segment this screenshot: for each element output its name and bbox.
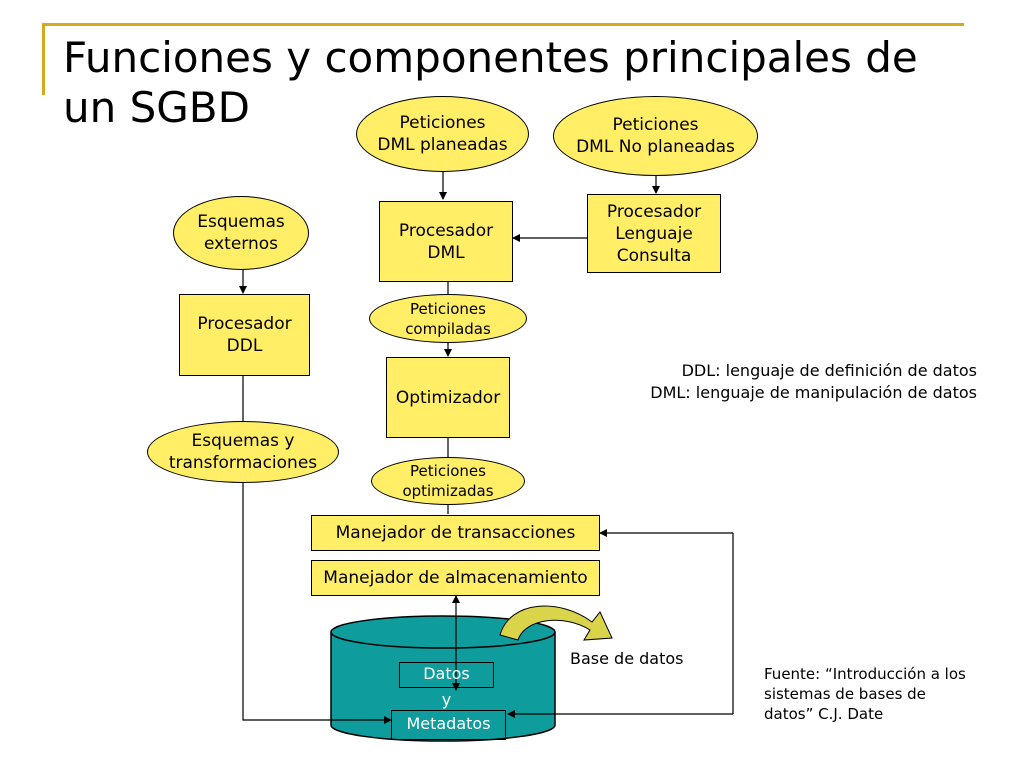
procesador-ddl: Procesador DDL xyxy=(179,294,310,376)
procesador-dml: Procesador DML xyxy=(379,201,513,282)
legend-ddl: DDL: lenguaje de definición de datos xyxy=(681,361,977,380)
manejador-de-almacenamiento: Manejador de almacenamiento xyxy=(311,560,600,596)
title-accent-line-horizontal xyxy=(42,23,964,26)
base-de-datos-label: Base de datos xyxy=(570,649,684,668)
peticiones-dml-planeadas: Peticiones DML planeadas xyxy=(356,96,529,172)
database-cylinder xyxy=(330,615,556,742)
legend-dml: DML: lenguaje de manipulación de datos xyxy=(650,383,977,402)
esquemas-y-transformaciones: Esquemas y transformaciones xyxy=(147,421,339,483)
curved-arrow-icon xyxy=(499,605,613,641)
datos-label: Datos xyxy=(423,664,470,683)
procesador-lenguaje-consulta: Procesador Lenguaje Consulta xyxy=(587,194,721,273)
metadatos-box xyxy=(391,710,506,740)
y-label: y xyxy=(441,690,452,709)
metadatos-label: Metadatos xyxy=(406,714,491,733)
esquemas-externos: Esquemas externos xyxy=(173,196,309,270)
slide-title: Funciones y componentes principales de u… xyxy=(63,33,918,132)
title-accent-line-vertical xyxy=(42,23,45,95)
peticiones-dml-no-planeadas: Peticiones DML No planeadas xyxy=(553,96,758,176)
arrow-esquemas-transf-to-metadatos xyxy=(242,481,392,724)
source-note: Fuente: “Introducción a los sistemas de … xyxy=(764,665,966,723)
peticiones-compiladas: Peticiones compiladas xyxy=(369,294,527,343)
optimizador: Optimizador xyxy=(386,357,510,438)
peticiones-optimizadas: Peticiones optimizadas xyxy=(371,457,525,505)
datos-box xyxy=(399,662,494,688)
manejador-de-transacciones: Manejador de transacciones xyxy=(311,515,600,551)
